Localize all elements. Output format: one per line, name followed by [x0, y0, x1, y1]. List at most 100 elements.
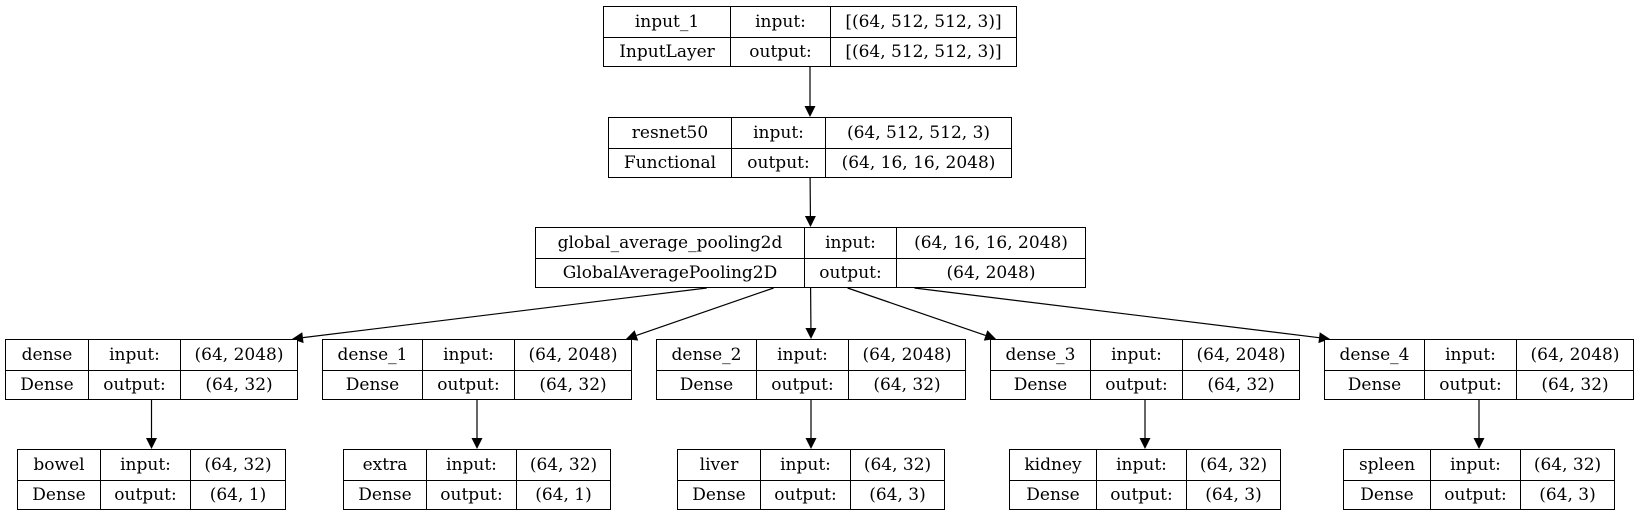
edge-dense_3-to-kidney — [1139, 400, 1151, 449]
input-label: input: — [422, 340, 514, 370]
input-shape: (64, 512, 512, 3) — [825, 118, 1011, 148]
layer-type: Dense — [679, 374, 734, 395]
input-shape: (64, 2048) — [1182, 340, 1299, 370]
layer-name: dense — [21, 344, 73, 365]
input-label: input: — [426, 450, 516, 480]
input-shape: (64, 2048) — [848, 340, 965, 370]
edge-resnet50-to-gap — [804, 177, 816, 227]
edge-gap-to-dense_4 — [914, 287, 1330, 344]
layer-name: resnet50 — [631, 122, 709, 143]
arrowhead — [1318, 332, 1330, 344]
layer-type: Dense — [1026, 484, 1080, 505]
arrowhead — [805, 327, 817, 339]
input-shape: (64, 16, 16, 2048) — [896, 228, 1085, 258]
layer-name: dense_2 — [671, 344, 742, 365]
output-shape: (64, 3) — [1186, 480, 1280, 509]
layer-dense_4: dense_4 input: (64, 2048) Dense output: … — [1324, 339, 1634, 400]
edge-dense_4-to-spleen — [1473, 400, 1485, 449]
input-label: input: — [760, 450, 850, 480]
edge-line — [302, 287, 707, 339]
arrowhead — [804, 106, 816, 117]
output-label: output: — [426, 480, 516, 509]
output-shape: [(64, 512, 512, 3)] — [830, 37, 1016, 66]
output-shape: (64, 1) — [190, 480, 285, 509]
input-shape: (64, 32) — [1186, 450, 1280, 480]
input-label: input: — [1430, 450, 1520, 480]
layer-name: liver — [699, 454, 739, 475]
input-label: input: — [100, 450, 190, 480]
layer-type: Dense — [345, 374, 400, 395]
layer-dense_1: dense_1 input: (64, 2048) Dense output: … — [322, 339, 632, 400]
arrowhead — [1473, 438, 1485, 449]
output-shape: (64, 16, 16, 2048) — [825, 148, 1011, 177]
input-shape: (64, 2048) — [514, 340, 631, 370]
edge-dense_2-to-liver — [805, 400, 817, 449]
output-label: output: — [1424, 370, 1516, 399]
output-shape: (64, 32) — [848, 370, 965, 399]
layer-type: GlobalAveragePooling2D — [562, 262, 778, 283]
layer-spleen: spleen input: (64, 32) Dense output: (64… — [1343, 449, 1615, 510]
edge-line — [847, 287, 986, 336]
edge-gap-to-dense_1 — [626, 287, 774, 341]
edge-dense_1-to-extra — [471, 400, 483, 449]
input-label: input: — [88, 340, 180, 370]
layer-dense: dense input: (64, 2048) Dense output: (6… — [5, 339, 298, 400]
output-shape: (64, 3) — [1520, 480, 1614, 509]
edge-input_1-to-resnet50 — [804, 67, 816, 117]
edge-dense-to-bowel — [146, 400, 157, 449]
layer-bowel: bowel input: (64, 32) Dense output: (64,… — [17, 449, 286, 510]
layer-name: dense_4 — [1339, 344, 1410, 365]
layer-name: spleen — [1358, 454, 1416, 475]
output-shape: (64, 32) — [1182, 370, 1299, 399]
layer-global_average_pooling2d: global_average_pooling2d input: (64, 16,… — [535, 227, 1086, 288]
layer-input_1: input_1 input: [(64, 512, 512, 3)] Input… — [603, 6, 1017, 67]
arrowhead — [804, 215, 816, 227]
layer-type: Dense — [32, 484, 86, 505]
layer-type: Dense — [1347, 374, 1402, 395]
layer-name: input_1 — [634, 11, 700, 32]
layer-name: bowel — [33, 454, 85, 475]
input-shape: (64, 2048) — [180, 340, 297, 370]
arrowhead — [1139, 438, 1151, 449]
layer-type: Dense — [1360, 484, 1414, 505]
layer-name: extra — [362, 454, 408, 475]
output-label: output: — [1090, 370, 1182, 399]
layer-type: Dense — [1013, 374, 1068, 395]
edge-line — [636, 287, 774, 336]
layer-name: kidney — [1024, 454, 1082, 475]
output-label: output: — [731, 148, 825, 177]
edge-line — [914, 287, 1320, 339]
input-label: input: — [756, 340, 848, 370]
output-label: output: — [422, 370, 514, 399]
layer-dense_3: dense_3 input: (64, 2048) Dense output: … — [990, 339, 1300, 400]
output-shape: (64, 2048) — [896, 258, 1085, 287]
arrowhead — [292, 332, 304, 344]
layer-liver: liver input: (64, 32) Dense output: (64,… — [677, 449, 945, 510]
output-label: output: — [760, 480, 850, 509]
input-label: input: — [1090, 340, 1182, 370]
output-label: output: — [88, 370, 180, 399]
layer-name: dense_1 — [337, 344, 408, 365]
arrowhead — [471, 438, 483, 449]
layer-dense_2: dense_2 input: (64, 2048) Dense output: … — [656, 339, 966, 400]
output-label: output: — [756, 370, 848, 399]
input-shape: (64, 32) — [1520, 450, 1614, 480]
arrowhead — [146, 438, 157, 449]
arrowhead — [626, 330, 639, 341]
input-shape: [(64, 512, 512, 3)] — [830, 7, 1016, 37]
output-shape: (64, 32) — [180, 370, 297, 399]
input-label: input: — [1424, 340, 1516, 370]
layer-type: Functional — [623, 152, 717, 173]
output-label: output: — [1096, 480, 1186, 509]
output-shape: (64, 32) — [1516, 370, 1633, 399]
edge-gap-to-dense_2 — [805, 287, 817, 339]
layer-extra: extra input: (64, 32) Dense output: (64,… — [343, 449, 611, 510]
output-shape: (64, 1) — [516, 480, 610, 509]
layer-type: Dense — [20, 374, 74, 395]
layer-type: InputLayer — [619, 41, 715, 62]
arrowhead — [983, 330, 996, 341]
input-label: input: — [730, 7, 830, 37]
edge-gap-to-dense_3 — [847, 287, 996, 341]
output-shape: (64, 32) — [514, 370, 631, 399]
